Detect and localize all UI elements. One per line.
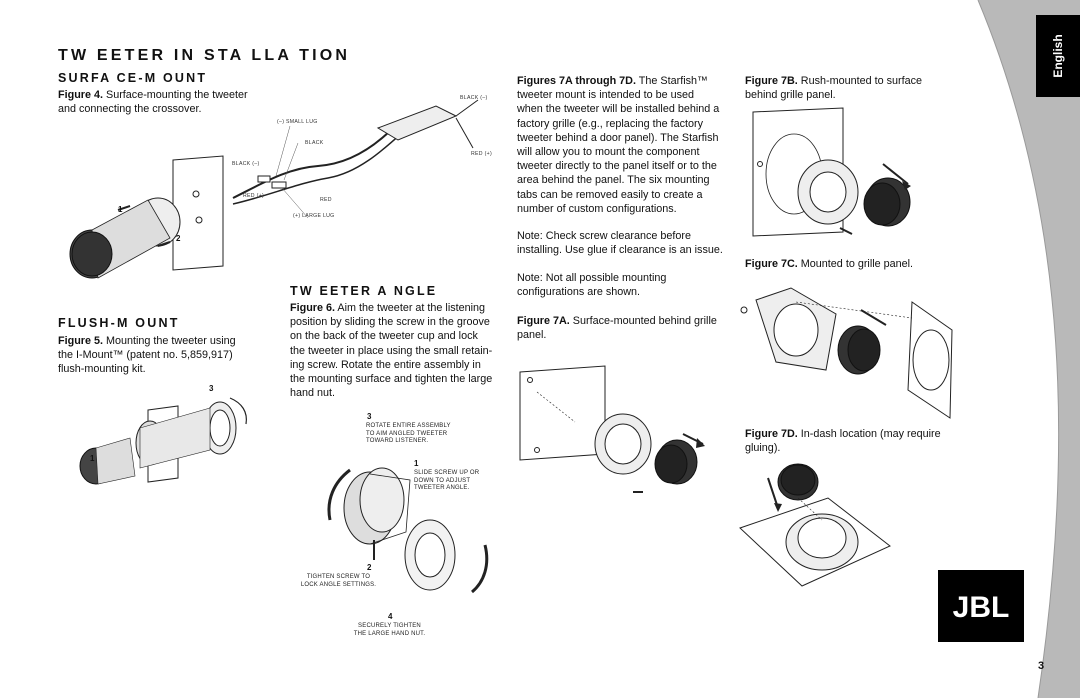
figure-7b-illustration (752, 107, 911, 237)
starfish-line-1: The Starfish™ (635, 75, 708, 87)
figure-7d-illustration (739, 463, 891, 587)
figure-6-text-1: Aim the tweeter at the listening (335, 302, 486, 314)
step-3-line-2: TO AIM ANGLED TWEETER (366, 430, 448, 437)
figure-5-caption: Figure 5. Mounting the tweeter using the… (58, 334, 278, 377)
figure-6-step-1-number: 1 (414, 459, 419, 468)
starfish-line-5: tweeter behind a door panel). The Starfi… (517, 131, 719, 144)
note-2-line-1: Note: Not all possible mounting (517, 272, 667, 284)
figure-4-illustration (69, 99, 479, 279)
label-black-neg-top: BLACK (–) (460, 95, 488, 101)
figure-6-text-6: the mounting surface and tighten the lar… (290, 373, 493, 386)
label-black-neg-left: BLACK (–) (232, 161, 260, 167)
starfish-note-2: Note: Not all possible mounting configur… (517, 271, 735, 299)
label-large-lug: (+) LARGE LUG (293, 213, 335, 219)
starfish-line-9: tabs can be removed easily to create a (517, 188, 703, 201)
figure-4-label: Figure 4. (58, 89, 103, 101)
figure-6-step-4-text: SECURELY TIGHTEN THE LARGE HAND NUT. (342, 623, 437, 638)
label-red-pos-right: RED (+) (471, 151, 492, 157)
figure-4-text-1: Surface-mounting the tweeter (103, 89, 248, 101)
figure-5-text-3: flush-mounting kit. (58, 363, 146, 376)
figure-4-caption: Figure 4. Surface-mounting the tweeter a… (58, 88, 278, 116)
starfish-line-10: number of custom configurations. (517, 202, 677, 215)
note-1-line-2: installing. Use glue if clearance is an … (517, 244, 723, 257)
language-tab: English (1036, 15, 1080, 97)
label-red-pos-left: RED (+) (243, 193, 264, 199)
figures-7a-7d-label: Figures 7A through 7D. (517, 75, 636, 87)
step-3-line-3: TOWARD LISTENER. (366, 438, 429, 444)
label-black: BLACK (305, 140, 324, 146)
figure-6-text-7: hand nut. (290, 387, 336, 400)
figure-6-text-5: ing screw. Rotate the entire assembly in (290, 358, 481, 371)
language-label: English (1051, 34, 1065, 78)
step-1-line-3: TWEETER ANGLE. (414, 485, 470, 491)
figure-7d-text-2: gluing). (745, 442, 781, 455)
figure-7c-text-1: Mounted to grille panel. (797, 258, 914, 270)
figure-7c-caption: Figure 7C. Mounted to grille panel. (745, 257, 965, 271)
figure-6-text-2: position by sliding the screw in the gro… (290, 316, 490, 329)
figure-6-step-1-text: SLIDE SCREW UP OR DOWN TO ADJUST TWEETER… (414, 470, 479, 493)
figure-7c-illustration (740, 287, 953, 419)
surface-mount-heading: SURFA CE-M OUNT (58, 71, 208, 85)
figure-6-label: Figure 6. (290, 302, 335, 314)
figure-4-number-2: 2 (176, 234, 181, 243)
figure-6-step-3-text: ROTATE ENTIRE ASSEMBLY TO AIM ANGLED TWE… (366, 423, 451, 446)
figure-6-step-3-number: 3 (367, 412, 372, 421)
logo-text: JBL (953, 591, 1010, 624)
starfish-line-4: factory grille (e.g., replacing the fact… (517, 117, 704, 130)
starfish-line-3: when the tweeter will be installed behin… (517, 103, 720, 116)
starfish-line-8: area behind the panel. The six mounting (517, 174, 710, 187)
step-2-line-2: LOCK ANGLE SETTINGS. (300, 581, 377, 588)
flush-mount-heading: FLUSH-M OUNT (58, 316, 180, 330)
figure-7b-label: Figure 7B. (745, 75, 798, 87)
jbl-logo: JBL (938, 570, 1024, 642)
figure-5-number-1: 1 (90, 454, 95, 463)
figure-7b-caption: Figure 7B. Rush-mounted to surface behin… (745, 74, 965, 102)
figure-4-text-2: and connecting the crossover. (58, 103, 202, 116)
figure-6-text-4: the tweeter in place using the small ret… (290, 344, 493, 357)
sidebar-decoration (977, 0, 1080, 698)
figure-7b-text-2: behind grille panel. (745, 89, 836, 102)
figure-7d-caption: Figure 7D. In-dash location (may require… (745, 427, 965, 455)
figure-7c-label: Figure 7C. (745, 258, 798, 270)
label-small-lug: (–) SMALL LUG (277, 119, 318, 125)
figure-5-illustration (79, 397, 247, 485)
step-4-line-1: SECURELY TIGHTEN (358, 623, 421, 629)
note-1-line-1: Note: Check screw clearance before (517, 230, 692, 242)
figure-6-caption: Figure 6. Aim the tweeter at the listeni… (290, 301, 505, 400)
figure-6-step-2-number: 2 (367, 563, 372, 572)
figure-6-step-2-text: TIGHTEN SCREW TO LOCK ANGLE SETTINGS. (291, 574, 386, 589)
starfish-line-2: tweeter mount is intended to be used (517, 89, 695, 102)
step-4-line-2: THE LARGE HAND NUT. (353, 630, 426, 637)
figure-7b-text-1: Rush-mounted to surface (797, 75, 923, 87)
step-3-line-1: ROTATE ENTIRE ASSEMBLY (366, 423, 451, 429)
step-1-line-1: SLIDE SCREW UP OR (414, 470, 480, 476)
starfish-line-7: tweeter directly to the panel itself or … (517, 160, 717, 173)
step-1-line-2: DOWN TO ADJUST (414, 477, 471, 484)
figure-5-text-2: the I-Mount™ (patent no. 5,859,917) (58, 349, 233, 362)
figure-7a-label: Figure 7A. (517, 315, 570, 327)
page-number: 3 (1038, 660, 1045, 672)
figure-7a-illustration (519, 365, 705, 493)
label-red: RED (320, 197, 332, 203)
figure-6-text-3: on the back of the tweeter cup and lock (290, 330, 478, 343)
figure-6-illustration (327, 467, 489, 594)
tweeter-angle-heading: TW EETER A NGLE (290, 284, 438, 298)
note-2-line-2: configurations are shown. (517, 286, 641, 299)
figure-6-step-4-number: 4 (388, 612, 393, 621)
figure-7a-caption: Figure 7A. Surface-mounted behind grille… (517, 314, 735, 342)
figure-7a-text-2: panel. (517, 329, 547, 342)
step-2-line-1: TIGHTEN SCREW TO (306, 574, 371, 580)
starfish-line-6: will allow you to mount the component (517, 146, 700, 159)
figure-7d-text-1: In-dash location (may require (797, 428, 941, 440)
figure-7a-text-1: Surface-mounted behind grille (569, 315, 717, 327)
figure-5-text-1: Mounting the tweeter using (103, 335, 236, 347)
figure-7d-label: Figure 7D. (745, 428, 798, 440)
page-title: TW EETER IN STA LLA TION (58, 47, 351, 64)
figure-5-number-3: 3 (209, 384, 214, 393)
figure-4-number-1: 1 (118, 205, 123, 214)
starfish-note-1: Note: Check screw clearance before insta… (517, 229, 735, 257)
starfish-description: Figures 7A through 7D. The Starfish™ twe… (517, 74, 735, 216)
figure-5-label: Figure 5. (58, 335, 103, 347)
